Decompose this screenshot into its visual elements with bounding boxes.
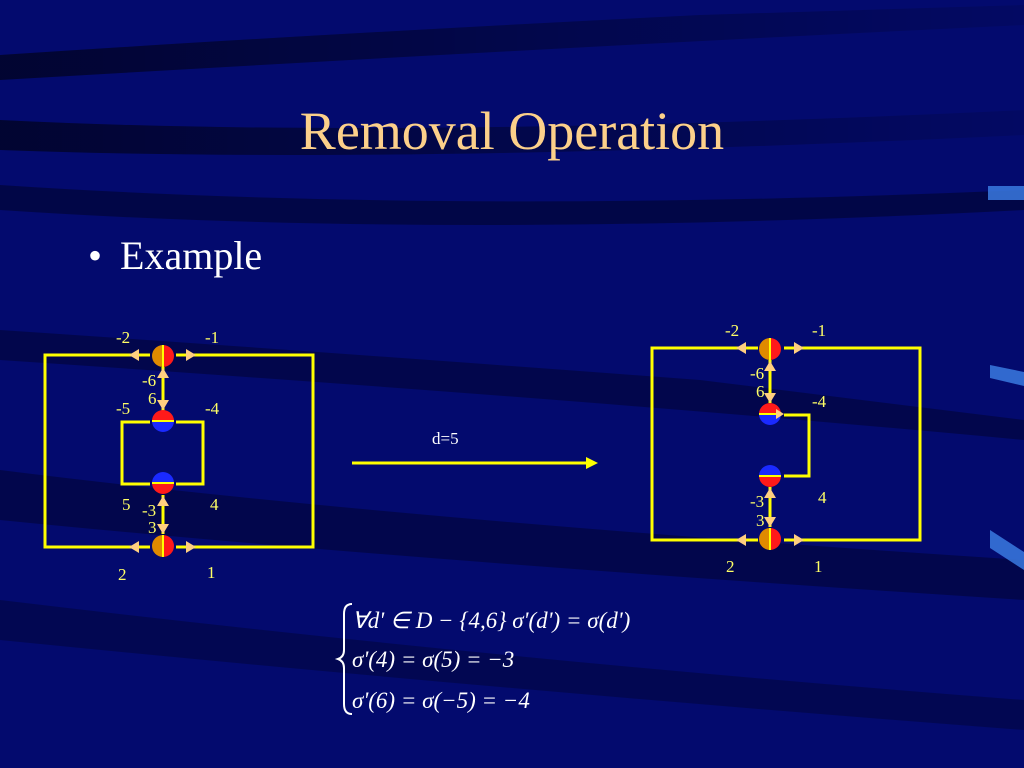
left-label: -4 <box>205 399 220 418</box>
right-label: 4 <box>818 488 827 507</box>
arrow-label: d=5 <box>432 429 459 448</box>
left-label: 1 <box>207 563 216 582</box>
left-label: 3 <box>148 518 157 537</box>
right-label: 3 <box>756 511 765 530</box>
right-node-upper-mid <box>759 403 784 425</box>
left-label: -2 <box>116 328 130 347</box>
left-label: -1 <box>205 328 219 347</box>
transform-arrow: d=5 <box>352 429 598 469</box>
left-label: -6 <box>142 371 156 390</box>
right-node-top <box>759 338 781 360</box>
left-label: 2 <box>118 565 127 584</box>
left-label: -3 <box>142 501 156 520</box>
left-node-upper-mid <box>152 410 174 432</box>
right-label: -2 <box>725 321 739 340</box>
right-node-bottom <box>759 528 781 550</box>
right-node-lower-mid <box>759 465 781 487</box>
bullet-icon: • <box>88 233 103 278</box>
left-node-bottom <box>152 535 174 557</box>
slide-title: Removal Operation <box>299 101 725 161</box>
right-label: 2 <box>726 557 735 576</box>
right-label: 1 <box>814 557 823 576</box>
left-label: 5 <box>122 495 131 514</box>
equation-line-3: σ'(6) = σ(−5) = −4 <box>352 688 530 713</box>
left-node-top <box>152 345 174 367</box>
right-label: -1 <box>812 321 826 340</box>
right-label: -4 <box>812 392 827 411</box>
left-label: 6 <box>148 389 157 408</box>
right-label: -3 <box>750 492 764 511</box>
left-diagram: -2 -1 -6 6 -5 -4 5 -3 3 4 2 1 <box>43 328 315 584</box>
left-node-lower-mid <box>152 472 174 494</box>
right-diagram: -2 -1 -6 6 -4 -3 3 4 2 1 <box>650 321 922 576</box>
equation-line-1: ∀d' ∈ D − {4,6} σ'(d') = σ(d') <box>352 608 630 633</box>
left-label: -5 <box>116 399 130 418</box>
bullet-item: • Example <box>88 232 262 279</box>
right-label: -6 <box>750 364 764 383</box>
equation-block: ∀d' ∈ D − {4,6} σ'(d') = σ(d') σ'(4) = σ… <box>334 603 630 715</box>
left-label: 4 <box>210 495 219 514</box>
equation-line-2: σ'(4) = σ(5) = −3 <box>352 647 514 672</box>
left-brace-icon <box>334 603 353 715</box>
bullet-text: Example <box>120 233 263 278</box>
right-label: 6 <box>756 382 765 401</box>
